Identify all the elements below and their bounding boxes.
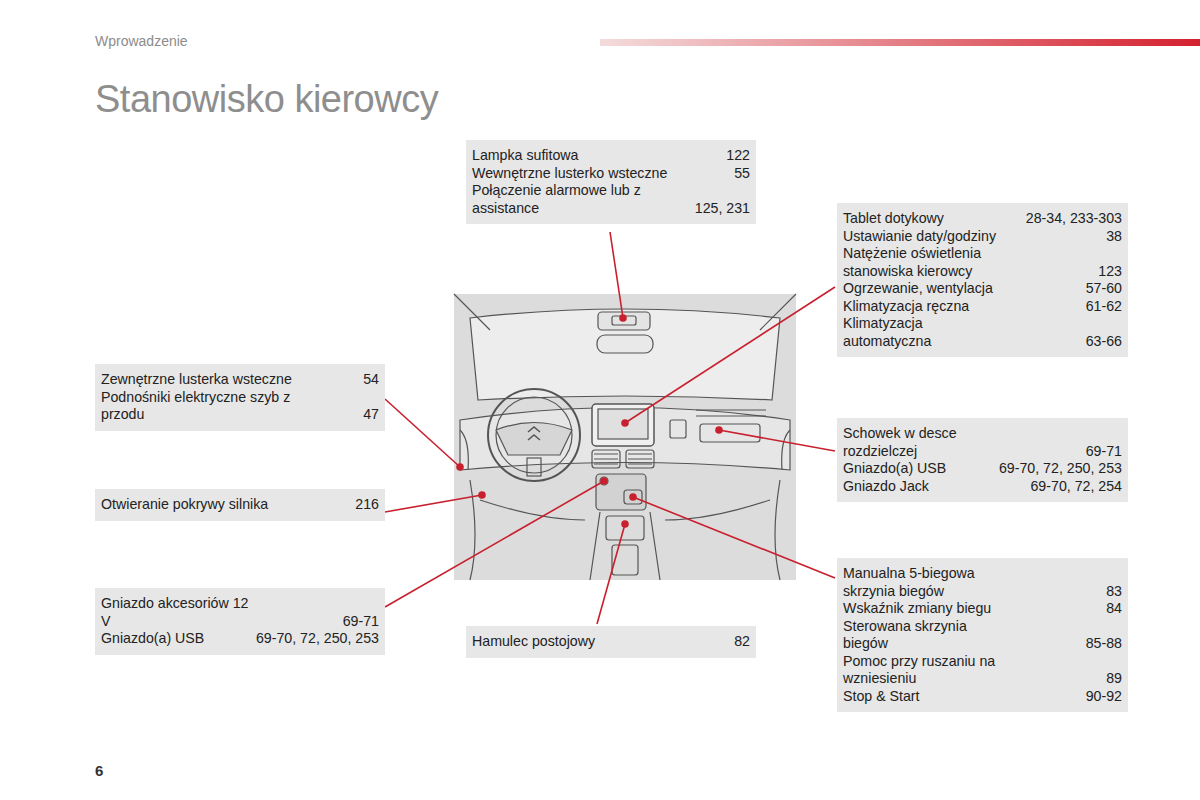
page-reference: 84: [1106, 600, 1122, 618]
item-name: Tablet dotykowy: [843, 210, 1011, 228]
callout-box: Manualna 5-biegowa skrzynia biegów83Wska…: [837, 558, 1128, 712]
callout-row: Podnośniki elektryczne szyb z przodu 47: [101, 389, 379, 424]
page-number: 6: [95, 762, 103, 779]
callout-box: Schowek w desce rozdzielczej69-71Gniazdo…: [837, 418, 1128, 502]
callout-row: Gniazdo(a) USB69-70, 72, 250, 253: [101, 630, 379, 648]
item-name: Gniazdo akcesoriów 12 V: [101, 595, 259, 630]
callout-row: Otwieranie pokrywy silnika 216: [101, 496, 379, 514]
item-name: Klimatyzacja ręczna: [843, 298, 1011, 316]
item-name: Otwieranie pokrywy silnika: [101, 496, 349, 514]
item-name: Ogrzewanie, wentylacja: [843, 280, 1011, 298]
callout-box: Otwieranie pokrywy silnika 216: [95, 489, 385, 521]
item-name: Wskaźnik zmiany biegu: [843, 600, 1011, 618]
item-name: Sterowana skrzynia biegów: [843, 618, 1011, 653]
page-reference: 85-88: [1086, 635, 1122, 653]
callout-row: Sterowana skrzynia biegów 85-88: [843, 618, 1122, 653]
item-name: Natężenie oświetlenia stanowiska kierowc…: [843, 245, 1011, 280]
item-name: Połączenie alarmowe lub z assistance: [472, 182, 680, 217]
callout-row: Pomoc przy ruszaniu na wzniesieniu 89: [843, 653, 1122, 688]
page-title: Stanowisko kierowcy: [95, 78, 438, 121]
item-name: Stop & Start: [843, 688, 1011, 706]
callout-row: Klimatyzacja ręczna 61-62: [843, 298, 1122, 316]
page-reference: 125, 231: [695, 200, 750, 218]
item-name: Hamulec postojowy: [472, 633, 700, 651]
item-name: Schowek w desce rozdzielczej: [843, 425, 1011, 460]
item-name: Gniazdo(a) USB: [843, 460, 999, 478]
callout-row: Manualna 5-biegowa skrzynia biegów 83: [843, 565, 1122, 600]
callout-row: Zewnętrzne lusterka wsteczne 54: [101, 371, 379, 389]
page-reference: 69-70, 72, 250, 253: [999, 460, 1122, 478]
item-name: Lampka sufitowa: [472, 147, 680, 165]
leader-lines: [385, 232, 835, 624]
page-reference: 69-71: [1086, 443, 1122, 461]
item-name: Wewnętrzne lusterko wsteczne: [472, 165, 680, 183]
page-reference: 61-62: [1086, 298, 1122, 316]
page-reference: 82: [734, 633, 750, 651]
item-name: Gniazdo Jack: [843, 478, 1011, 496]
callout-box: Lampka sufitowa122Wewnętrzne lusterko ws…: [466, 140, 756, 224]
page-reference: 28-34, 233-303: [1026, 210, 1122, 228]
callout-row: Lampka sufitowa 122: [472, 147, 750, 165]
page-reference: 63-66: [1086, 333, 1122, 351]
callout-row: Gniazdo akcesoriów 12 V 69-71: [101, 595, 379, 630]
page-reference: 83: [1106, 583, 1122, 601]
header-bar: [600, 39, 1200, 46]
page-reference: 123: [1098, 263, 1122, 281]
item-name: Manualna 5-biegowa skrzynia biegów: [843, 565, 1011, 600]
callout-row: Hamulec postojowy 82: [472, 633, 750, 651]
callout-row: Natężenie oświetlenia stanowiska kierowc…: [843, 245, 1122, 280]
callout-box: Zewnętrzne lusterka wsteczne54Podnośniki…: [95, 364, 385, 431]
section-header: Wprowadzenie: [95, 33, 188, 49]
item-name: Ustawianie daty/godziny: [843, 228, 1011, 246]
page-reference: 57-60: [1086, 280, 1122, 298]
callout-row: Gniazdo Jack 69-70, 72, 254: [843, 478, 1122, 496]
callout-row: Schowek w desce rozdzielczej 69-71: [843, 425, 1122, 460]
callout-box: Tablet dotykowy28-34, 233-303Ustawianie …: [837, 203, 1128, 357]
callout-row: Połączenie alarmowe lub z assistance 125,…: [472, 182, 750, 217]
callout-box: Gniazdo akcesoriów 12 V69-71Gniazdo(a) U…: [95, 588, 385, 655]
item-name: Zewnętrzne lusterka wsteczne: [101, 371, 309, 389]
page-reference: 38: [1106, 228, 1122, 246]
callout-row: Wewnętrzne lusterko wsteczne 55: [472, 165, 750, 183]
item-name: Pomoc przy ruszaniu na wzniesieniu: [843, 653, 1011, 688]
callout-row: Tablet dotykowy 28-34, 233-303: [843, 210, 1122, 228]
page-reference: 89: [1106, 670, 1122, 688]
page-reference: 55: [734, 165, 750, 183]
item-name: Gniazdo(a) USB: [101, 630, 256, 648]
callout-row: Klimatyzacja automatyczna 63-66: [843, 315, 1122, 350]
page-reference: 90-92: [1086, 688, 1122, 706]
page-reference: 69-70, 72, 250, 253: [256, 630, 379, 648]
callout-row: Gniazdo(a) USB69-70, 72, 250, 253: [843, 460, 1122, 478]
item-name: Podnośniki elektryczne szyb z przodu: [101, 389, 309, 424]
page-reference: 54: [363, 371, 379, 389]
callout-row: Ustawianie daty/godziny 38: [843, 228, 1122, 246]
page-reference: 47: [363, 406, 379, 424]
page-reference: 122: [726, 147, 750, 165]
callout-row: Ogrzewanie, wentylacja 57-60: [843, 280, 1122, 298]
page-reference: 69-70, 72, 254: [1030, 478, 1122, 496]
item-name: Klimatyzacja automatyczna: [843, 315, 1011, 350]
page-reference: 69-71: [343, 613, 379, 631]
page-reference: 216: [355, 496, 379, 514]
callout-box: Hamulec postojowy 82: [466, 626, 756, 658]
callout-row: Wskaźnik zmiany biegu 84: [843, 600, 1122, 618]
callout-row: Stop & Start 90-92: [843, 688, 1122, 706]
